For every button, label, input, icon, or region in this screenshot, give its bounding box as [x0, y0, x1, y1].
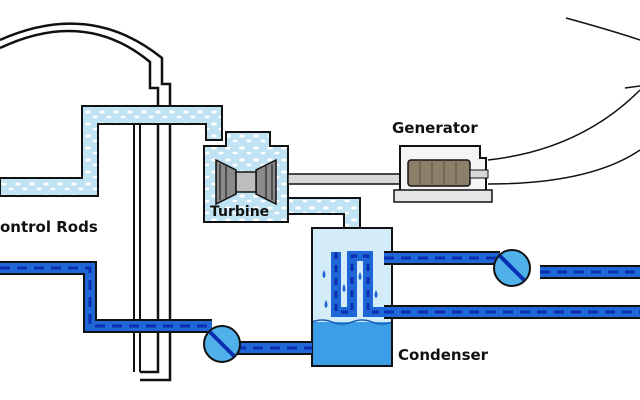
power-lines — [487, 17, 640, 185]
water-pipe-primary — [0, 261, 312, 355]
cooling-water-pipes — [384, 251, 640, 319]
condenser: Condenser — [311, 227, 489, 367]
steam-pipe-to-condenser — [287, 197, 361, 229]
containment-dome — [0, 22, 172, 382]
turbine: Turbine — [203, 131, 289, 223]
condenser-label: Condenser — [398, 346, 489, 364]
generator: Generator — [392, 119, 493, 203]
turbine-icon — [215, 158, 277, 206]
generator-label: Generator — [392, 119, 478, 137]
pump-cooling — [493, 249, 531, 287]
pump-primary — [203, 325, 241, 363]
generator-icon — [407, 159, 471, 187]
steam-pipe-primary — [0, 105, 223, 197]
control-rods-label: ontrol Rods — [0, 218, 98, 236]
turbine-shaft — [287, 173, 401, 185]
turbine-label: Turbine — [210, 204, 269, 220]
